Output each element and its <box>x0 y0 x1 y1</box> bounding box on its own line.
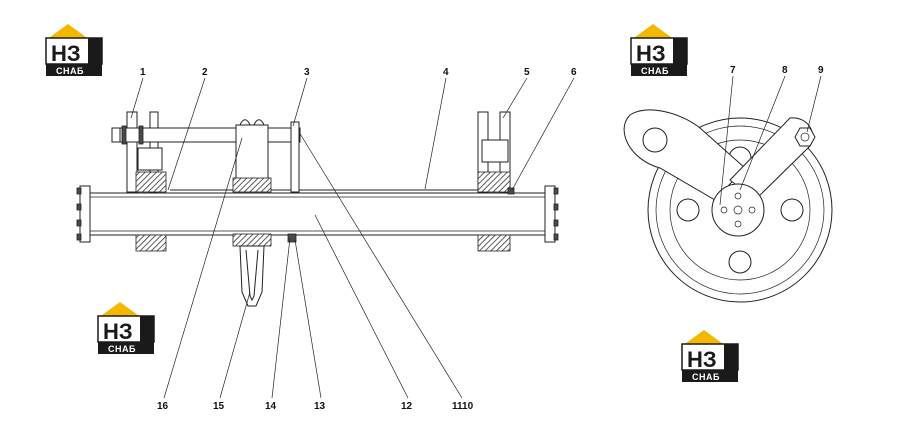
logo-caption-text: СНАБ <box>692 372 720 382</box>
collar-nut <box>287 233 297 243</box>
callout-6: 6 <box>571 67 577 78</box>
right-bearing-bottom <box>477 234 511 252</box>
logo-emblem-text: НЗ <box>636 41 666 66</box>
callout-labels: 1 2 3 4 5 6 7 8 9 16 15 14 13 12 1110 <box>140 65 824 412</box>
left-bearing-top <box>135 171 167 193</box>
callout-2: 2 <box>202 67 208 78</box>
logo-emblem-text: НЗ <box>103 319 133 344</box>
leader-lines <box>130 75 822 399</box>
right-end-flange <box>544 185 556 243</box>
callout-9: 9 <box>818 65 824 76</box>
pulley-bearing-top <box>232 177 272 193</box>
callout-1: 1 <box>140 67 146 78</box>
logo-caption-text: СНАБ <box>108 344 136 354</box>
callout-13: 13 <box>314 401 326 412</box>
axle-assembly-side-view <box>76 111 559 307</box>
callout-7: 7 <box>730 65 736 76</box>
callout-1110: 1110 <box>452 401 474 412</box>
watermark-logo-bottom-right: НЗ СНАБ <box>681 329 739 383</box>
callout-4: 4 <box>443 67 449 78</box>
callout-15: 15 <box>213 401 225 412</box>
callout-14: 14 <box>265 401 277 412</box>
tension-bolt-nut <box>794 127 816 147</box>
pulley-bracket <box>235 124 269 182</box>
left-bracket-plate <box>126 111 138 193</box>
pulley-wheel <box>239 245 265 307</box>
left-end-flange <box>79 185 91 243</box>
logo-emblem-text: НЗ <box>687 347 717 372</box>
callout-12: 12 <box>401 401 413 412</box>
wheel-hub <box>711 183 765 237</box>
logo-caption-text: СНАБ <box>56 66 84 76</box>
watermark-logo-bottom-left: НЗ СНАБ <box>97 301 155 355</box>
collar-plate <box>290 121 300 193</box>
logo-caption-text: СНАБ <box>641 66 669 76</box>
callout-5: 5 <box>524 67 530 78</box>
watermark-logo-top-right: НЗ СНАБ <box>630 23 688 77</box>
right-bearing-top <box>477 171 511 193</box>
left-bearing-bottom <box>135 234 167 252</box>
pulley-bearing-bottom <box>232 233 272 247</box>
axle-shaft <box>89 192 546 236</box>
logo-emblem-text: НЗ <box>51 41 81 66</box>
upper-tie-bar <box>117 127 301 143</box>
callout-8: 8 <box>782 65 788 76</box>
wheel-end-view <box>623 109 833 303</box>
callout-3: 3 <box>304 67 310 78</box>
callout-16: 16 <box>157 401 169 412</box>
watermark-logo-top-left: НЗ СНАБ <box>45 23 103 77</box>
